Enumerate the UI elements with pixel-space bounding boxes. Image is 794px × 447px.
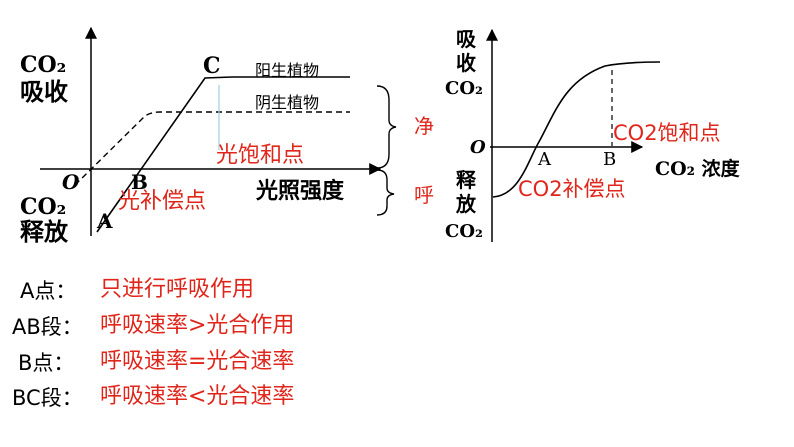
co2-y-bottom-1: 释 (456, 168, 477, 192)
light-graph: CO₂ 吸收 O CO₂ 释放 A B C 阳生植物 阴生植物 光饱和点 光补偿… (20, 26, 434, 246)
co2-curve (492, 61, 661, 198)
note-term-ab: AB段： (12, 315, 83, 339)
note-term-a: A点： (20, 279, 76, 303)
light-saturation-label: 光饱和点 (216, 143, 304, 168)
note-desc-ab: 呼吸速率>光合作用 (100, 313, 294, 338)
co2-y-top-2: 收 (456, 51, 476, 75)
light-y-bottom-release: 释放 (20, 217, 69, 246)
resp-label: 呼 (414, 183, 434, 207)
note-term-b: B点： (18, 351, 74, 375)
co2-saturation-label: CO2饱和点 (613, 121, 721, 145)
sun-plant-label: 阳生植物 (255, 61, 319, 80)
light-x-label: 光照强度 (255, 178, 345, 204)
co2-point-a: A (537, 149, 552, 170)
co2-y-bottom-3: CO₂ (445, 221, 483, 242)
light-point-c: C (203, 53, 221, 79)
resp-brace (376, 169, 395, 216)
light-compensation-label: 光补偿点 (118, 189, 206, 214)
light-y-top-co2: CO₂ (20, 52, 66, 78)
co2-x-label: CO₂ 浓度 (655, 157, 741, 180)
shade-plant-curve (74, 111, 350, 186)
co2-origin: O (470, 137, 486, 158)
co2-point-b: B (603, 149, 616, 170)
shade-plant-label: 阴生植物 (255, 93, 319, 112)
co2-y-bottom-2: 放 (455, 192, 477, 216)
note-term-bc: BC段： (12, 386, 83, 410)
light-point-b: B (131, 170, 148, 194)
note-desc-a: 只进行呼吸作用 (100, 277, 254, 302)
co2-y-top-3: CO₂ (445, 78, 483, 99)
light-y-top-absorb: 吸收 (20, 77, 68, 106)
note-desc-b: 呼吸速率=光合速率 (100, 349, 294, 374)
co2-graph: 吸 收 CO₂ O 释 放 CO₂ A B CO2饱和点 CO2补偿点 CO₂ … (445, 27, 741, 242)
light-origin: O (62, 170, 80, 194)
notes: A点： 只进行呼吸作用 AB段： 呼吸速率>光合作用 B点： 呼吸速率=光合速率… (12, 277, 294, 410)
net-label: 净 (414, 114, 434, 138)
co2-compensation-label: CO2补偿点 (518, 177, 626, 201)
light-y-bottom-co2: CO₂ (20, 194, 66, 220)
light-point-a: A (96, 209, 113, 233)
note-desc-bc: 呼吸速率<光合速率 (100, 384, 294, 409)
net-brace (376, 85, 397, 169)
co2-y-top-1: 吸 (456, 27, 477, 51)
sun-plant-curve (96, 76, 350, 233)
